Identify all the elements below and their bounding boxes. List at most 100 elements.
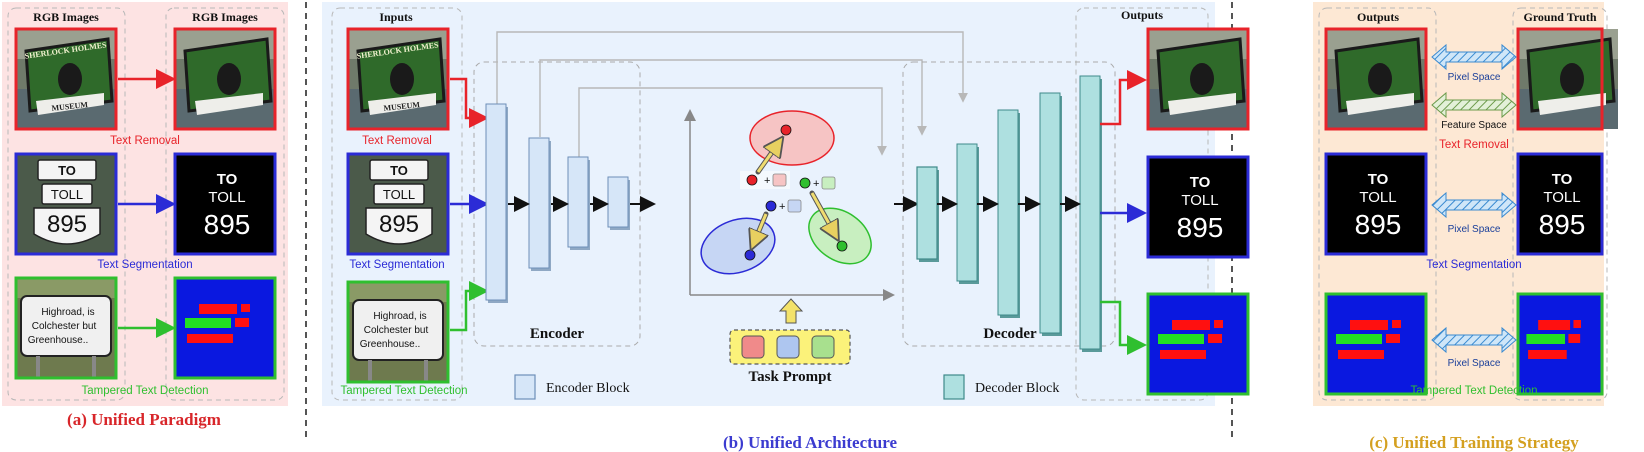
arrow-input-street bbox=[450, 281, 489, 332]
legend-decoder-swatch bbox=[943, 374, 965, 400]
panel-b-caption: (b) Unified Architecture bbox=[723, 433, 898, 452]
svg-text:+: + bbox=[764, 175, 770, 187]
task-prompt-label: Task Prompt bbox=[749, 369, 832, 385]
street-line-3: Greenhouse.. bbox=[28, 335, 89, 346]
pixel-space-label-3: Pixel Space bbox=[1448, 358, 1501, 369]
input-image-sign: SHERLOCK HOLMES MUSEUM bbox=[14, 27, 118, 131]
prompt-token-segmentation bbox=[776, 335, 800, 359]
panel-unified-architecture: Inputs Outputs SHERLOCK HOLMES MUSEUM Te… bbox=[322, 2, 1250, 452]
inputs-header: Inputs bbox=[379, 10, 413, 24]
b-street-line-2: Colchester but bbox=[364, 325, 429, 336]
pixel-space-label-1: Pixel Space bbox=[1448, 72, 1501, 83]
c-mask-text-number: 895 bbox=[1355, 209, 1402, 240]
c-mask-text-to: TO bbox=[1368, 171, 1389, 188]
b-road-text-to: TO bbox=[390, 163, 408, 178]
skip-connection-2 bbox=[539, 59, 927, 137]
panel-c-task-detection: Tampered Text Detection bbox=[1411, 385, 1538, 397]
b-task-segmentation: Text Segmentation bbox=[349, 259, 444, 271]
mask-text-toll: TOLL bbox=[208, 189, 245, 206]
arrow-input-sign bbox=[450, 77, 489, 128]
c-gt-text-to: TO bbox=[1552, 171, 1573, 188]
panel-c-task-segmentation: Text Segmentation bbox=[1426, 259, 1521, 271]
mask-text-number: 895 bbox=[204, 209, 251, 240]
mask-text-to: TO bbox=[217, 171, 238, 188]
legend-decoder-label: Decoder Block bbox=[975, 381, 1059, 396]
encoder-blocks bbox=[485, 103, 630, 303]
decoder-blocks bbox=[916, 75, 1102, 352]
output-image-tamper-mask bbox=[173, 276, 277, 380]
panel-c-col2-header: Ground Truth bbox=[1523, 10, 1596, 24]
panel-unified-paradigm: RGB Images RGB Images SHERLOCK HOLMES MU… bbox=[2, 2, 288, 429]
task-prompt bbox=[729, 329, 851, 365]
feature-space-arrow bbox=[1431, 91, 1517, 119]
b-task-detection: Tampered Text Detection bbox=[341, 385, 468, 397]
c-gt-text-number: 895 bbox=[1539, 209, 1586, 240]
b-street-line-3: Greenhouse.. bbox=[360, 339, 421, 350]
c-output-text-mask: TO TOLL 895 bbox=[1324, 152, 1428, 256]
c-gt-sign bbox=[1516, 27, 1620, 131]
road-text-number: 895 bbox=[47, 211, 87, 238]
sign-text-bottom: MUSEUM bbox=[51, 100, 89, 113]
decoder-label: Decoder bbox=[983, 326, 1037, 342]
b-mask-text-to: TO bbox=[1190, 174, 1211, 191]
b-mask-text-toll: TOLL bbox=[1181, 192, 1218, 209]
encoder-region bbox=[473, 61, 641, 347]
panel-a-col2-header: RGB Images bbox=[192, 10, 258, 24]
street-line-2: Colchester but bbox=[32, 321, 97, 332]
svg-text:+: + bbox=[813, 178, 819, 190]
panel-a-caption: (a) Unified Paradigm bbox=[67, 410, 221, 429]
panel-c-col1-header: Outputs bbox=[1357, 10, 1399, 24]
panel-a-task-removal: Text Removal bbox=[110, 135, 180, 147]
panel-c-task-removal: Text Removal bbox=[1439, 139, 1509, 151]
pixel-space-arrow-1 bbox=[1431, 43, 1517, 71]
pixel-space-arrow-2 bbox=[1431, 191, 1517, 219]
output-image-text-mask: TO TOLL 895 bbox=[173, 152, 277, 256]
b-road-text-number: 895 bbox=[379, 211, 419, 238]
pixel-space-label-2: Pixel Space bbox=[1448, 224, 1501, 235]
panel-a-task-segmentation: Text Segmentation bbox=[97, 259, 192, 271]
input-image-road: TO TOLL 895 bbox=[14, 152, 118, 256]
b-output-sign-removed bbox=[1146, 27, 1250, 131]
svg-text:+: + bbox=[779, 201, 785, 213]
prompt-token-detection bbox=[811, 335, 835, 359]
legend-encoder-swatch bbox=[514, 374, 536, 400]
b-output-tamper-mask bbox=[1146, 292, 1250, 396]
b-sign-text-bottom: MUSEUM bbox=[383, 100, 421, 113]
cluster-removal bbox=[749, 110, 835, 166]
skip-connection-3 bbox=[578, 87, 887, 157]
b-mask-text-number: 895 bbox=[1177, 212, 1224, 243]
c-output-sign bbox=[1324, 27, 1428, 131]
c-gt-text-mask: TO TOLL 895 bbox=[1516, 152, 1604, 256]
c-output-tamper-mask bbox=[1324, 292, 1428, 396]
b-input-sign: SHERLOCK HOLMES MUSEUM bbox=[346, 27, 450, 131]
panel-a-col1-header: RGB Images bbox=[33, 10, 99, 24]
b-output-text-mask: TO TOLL 895 bbox=[1146, 155, 1250, 259]
b-street-line-1: Highroad, is bbox=[373, 311, 426, 322]
b-road-text-toll: TOLL bbox=[383, 187, 415, 202]
pixel-space-arrow-3 bbox=[1431, 326, 1517, 354]
c-gt-text-toll: TOLL bbox=[1543, 189, 1580, 206]
prompt-token-removal bbox=[741, 335, 765, 359]
feature-space-label: Feature Space bbox=[1441, 120, 1507, 131]
road-text-to: TO bbox=[58, 163, 76, 178]
b-input-road: TO TOLL 895 bbox=[346, 152, 450, 256]
panel-c-caption: (c) Unified Training Strategy bbox=[1369, 433, 1579, 452]
road-text-toll: TOLL bbox=[51, 187, 83, 202]
task-feature-space: + + + bbox=[684, 109, 895, 301]
panel-a-task-detection: Tampered Text Detection bbox=[82, 385, 209, 397]
c-mask-text-toll: TOLL bbox=[1359, 189, 1396, 206]
skip-connection-1 bbox=[496, 31, 968, 104]
panel-unified-training-strategy: Outputs Ground Truth Pixel Space Feature… bbox=[1313, 2, 1620, 452]
street-line-1: Highroad, is bbox=[41, 307, 94, 318]
prompt-up-arrow bbox=[778, 298, 804, 324]
c-gt-tamper-mask bbox=[1516, 292, 1604, 396]
outputs-header: Outputs bbox=[1121, 8, 1163, 22]
arrow-output-street bbox=[1100, 300, 1147, 355]
arrow-output-sign bbox=[1100, 70, 1147, 126]
b-task-removal: Text Removal bbox=[362, 135, 432, 147]
input-image-street: Highroad, is Colchester but Greenhouse.. bbox=[14, 276, 118, 380]
output-image-sign-removed bbox=[173, 27, 277, 131]
legend-encoder-label: Encoder Block bbox=[546, 381, 630, 396]
b-input-street: Highroad, is Colchester but Greenhouse.. bbox=[346, 280, 450, 384]
